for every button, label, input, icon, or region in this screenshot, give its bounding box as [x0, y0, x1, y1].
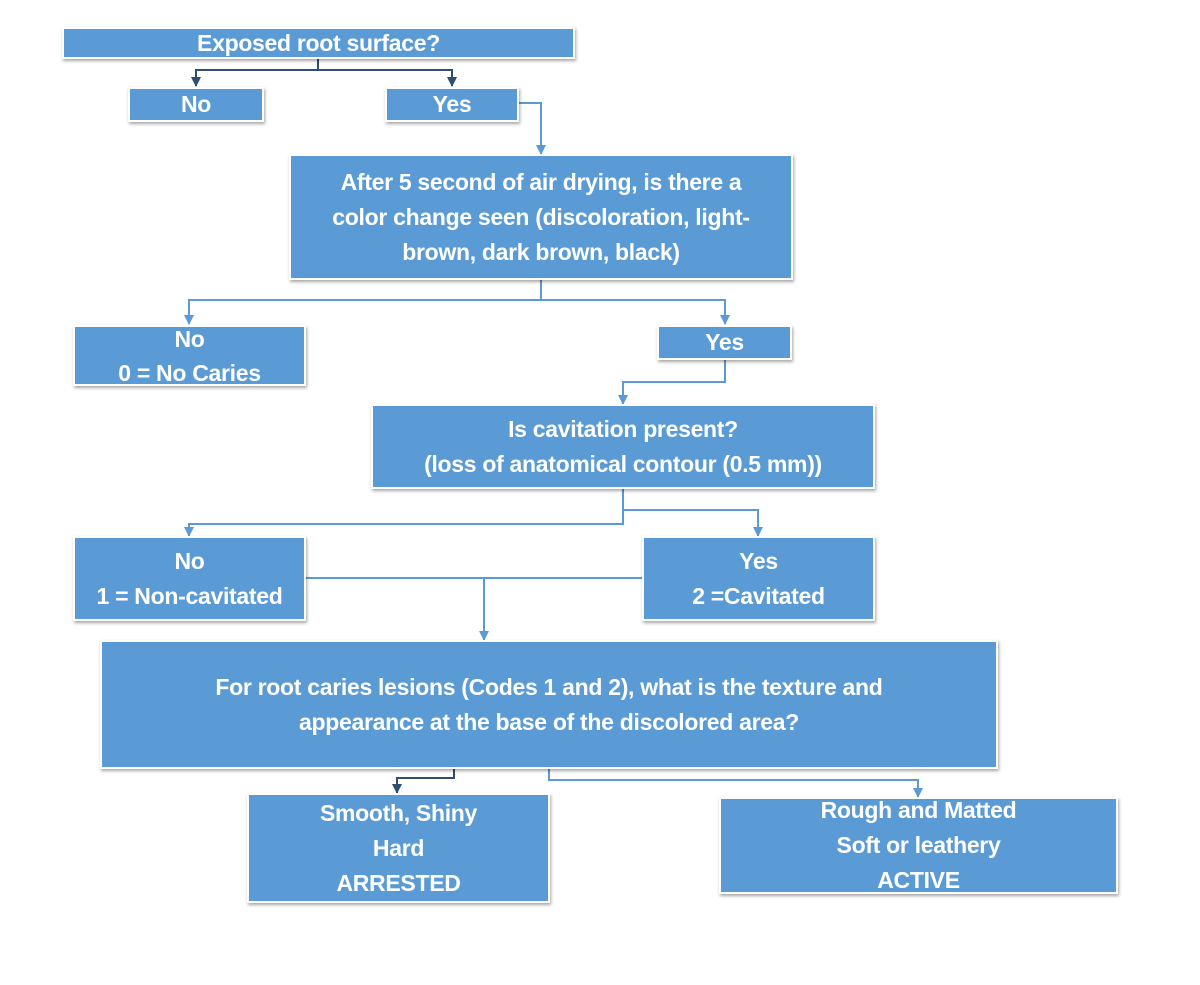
answer-root-yes: Yes	[385, 87, 519, 122]
connector-cavitation-to-no	[184, 488, 624, 537]
answer-color-no: No 0 = No Caries	[73, 325, 306, 386]
connector-root-to-no	[191, 58, 319, 87]
answer-root-no-line-1: No	[180, 91, 212, 117]
answer-cavitation-yes-line-1: Yes	[739, 547, 778, 574]
question-cavitation: Is cavitation present? (loss of anatomic…	[371, 404, 875, 489]
question-color-change-line-3: brown, dark brown, black)	[402, 238, 680, 265]
question-color-change: After 5 second of air drying, is there a…	[289, 154, 793, 280]
outcome-arrested-line-3: ARRESTED	[336, 869, 461, 896]
answer-color-no-line-1: No	[174, 325, 205, 352]
answer-cavitation-no-line-2: 1 = Non-cavitated	[96, 582, 283, 609]
connector-yes-to-color-question	[518, 102, 546, 155]
outcome-arrested-line-1: Smooth, Shiny	[319, 799, 478, 826]
answer-cavitation-yes-line-2: 2 =Cavitated	[692, 582, 825, 609]
answer-color-yes-line-1: Yes	[705, 329, 744, 355]
question-texture-line-1: For root caries lesions (Codes 1 and 2),…	[215, 673, 883, 700]
answer-cavitation-no-line-1: No	[174, 547, 205, 574]
connector-color-to-no	[184, 279, 542, 325]
connector-texture-to-arrested	[392, 768, 455, 794]
question-exposed-root: Exposed root surface?	[62, 27, 575, 59]
outcome-active-line-2: Soft or leathery	[836, 832, 1001, 858]
outcome-active-line-3: ACTIVE	[877, 867, 960, 893]
connector-root-to-yes	[318, 69, 457, 87]
question-exposed-root-line-1: Exposed root surface?	[197, 29, 440, 56]
answer-cavitation-yes: Yes 2 =Cavitated	[642, 536, 875, 621]
answer-color-yes: Yes	[657, 325, 792, 360]
outcome-active: Rough and Matted Soft or leathery ACTIVE	[719, 797, 1118, 894]
outcome-active-line-1: Rough and Matted	[820, 797, 1017, 823]
connector-color-to-yes	[541, 299, 730, 325]
outcome-arrested-line-2: Hard	[372, 834, 425, 861]
question-texture-line-2: appearance at the base of the discolored…	[298, 708, 800, 735]
question-color-change-line-1: After 5 second of air drying, is there a	[340, 168, 742, 195]
connector-cavitation-to-yes	[623, 509, 763, 537]
question-cavitation-line-1: Is cavitation present?	[508, 415, 738, 442]
answer-root-yes-line-1: Yes	[432, 91, 472, 117]
question-color-change-line-2: color change seen (discoloration, light-	[332, 203, 750, 230]
question-cavitation-line-2: (loss of anatomical contour (0.5 mm))	[424, 450, 822, 477]
connector-yes-to-cavitation-question	[618, 358, 726, 405]
answer-cavitation-no: No 1 = Non-cavitated	[73, 536, 306, 621]
outcome-arrested: Smooth, Shiny Hard ARRESTED	[247, 793, 550, 903]
connector-texture-to-active	[548, 768, 923, 798]
answer-root-no: No	[128, 87, 264, 122]
answer-color-no-line-2: 0 = No Caries	[118, 359, 261, 386]
question-texture: For root caries lesions (Codes 1 and 2),…	[100, 640, 998, 769]
